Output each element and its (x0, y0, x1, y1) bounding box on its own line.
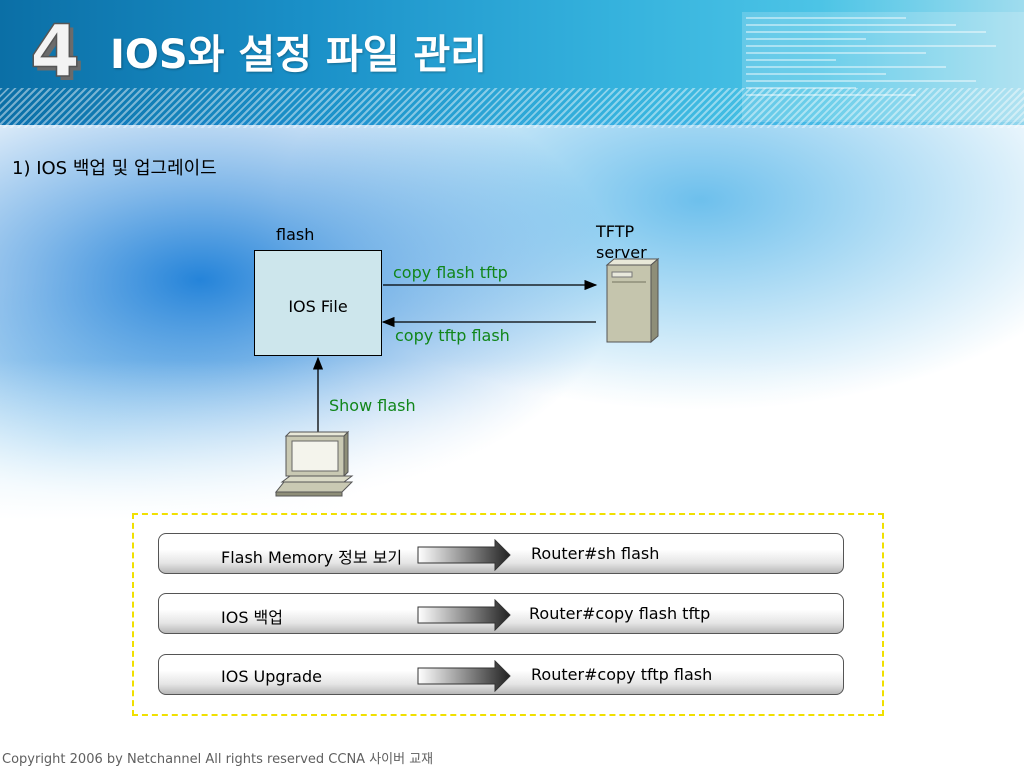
flash-memory-box: IOS File (254, 250, 382, 356)
ios-file-label: IOS File (288, 297, 348, 316)
slide-title: IOS와 설정 파일 관리 (110, 32, 488, 78)
command-row: Flash Memory 정보 보기 Router#sh flash (158, 533, 844, 574)
commands-highlight-box (132, 513, 884, 716)
command-row: IOS 백업 Router#copy flash tftp (158, 593, 844, 634)
server-label: server (596, 243, 647, 262)
copy-flash-tftp-label: copy flash tftp (393, 263, 508, 282)
slide-number-shadow: 4 (34, 13, 82, 90)
command-row-label: IOS 백업 (221, 608, 283, 627)
copy-tftp-flash-label: copy tftp flash (395, 326, 510, 345)
command-row-command: Router#copy tftp flash (531, 665, 713, 684)
decorative-code-texture (742, 12, 1024, 122)
command-row-label: Flash Memory 정보 보기 (221, 548, 403, 567)
copyright-footer: Copyright 2006 by Netchannel All rights … (2, 752, 434, 767)
slide-number-badge: 4 4 (29, 10, 82, 90)
command-row-label: IOS Upgrade (221, 667, 322, 686)
right-arrow-icon (417, 599, 511, 631)
show-flash-label: Show flash (329, 396, 416, 415)
section-heading: 1) IOS 백업 및 업그레이드 (12, 158, 217, 179)
slide-number: 4 (30, 10, 80, 90)
tftp-label: TFTP (596, 222, 635, 241)
command-row-command: Router#copy flash tftp (529, 604, 711, 623)
command-row-command: Router#sh flash (531, 544, 660, 563)
background-fade (0, 360, 1024, 560)
command-row: IOS Upgrade Router#copy tftp flash (158, 654, 844, 695)
flash-label: flash (276, 225, 315, 244)
right-arrow-icon (417, 660, 511, 692)
header-stripes (0, 88, 1024, 128)
header-band (0, 0, 1024, 125)
right-arrow-icon (417, 539, 511, 571)
